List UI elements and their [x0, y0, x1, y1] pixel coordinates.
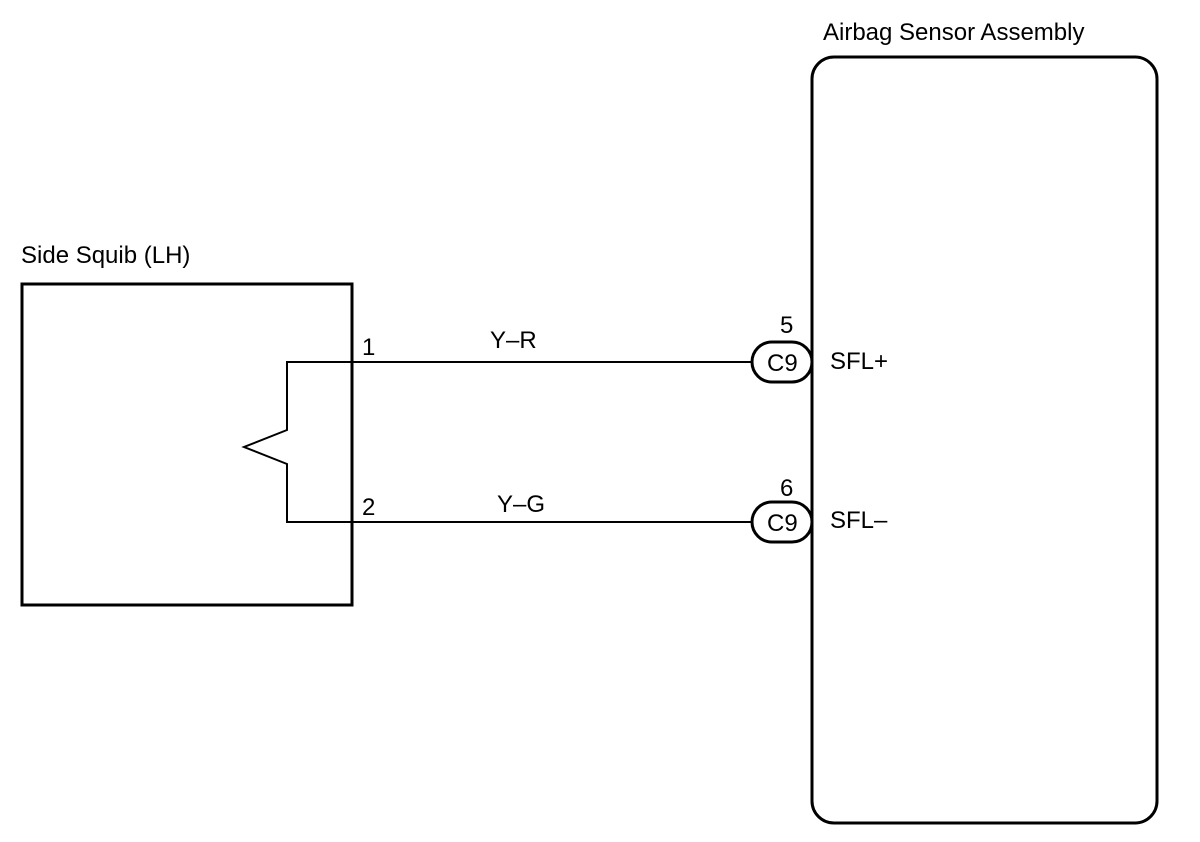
terminal-sfl-plus: SFL+: [830, 348, 888, 375]
connector-pin-5: 5: [780, 312, 793, 339]
squib-pin-2: 2: [362, 494, 375, 521]
terminal-sfl-minus: SFL–: [830, 507, 888, 534]
wire-color-y-g: Y–G: [497, 491, 545, 518]
connector-c9-label-bottom: C9: [767, 510, 798, 537]
connector-c9-pin5: [750, 340, 814, 384]
squib-element-symbol: [241, 361, 352, 523]
squib-pin-1: 1: [362, 334, 375, 361]
sensor-box: [810, 55, 1159, 825]
sensor-title: Airbag Sensor Assembly: [823, 19, 1084, 46]
wire-color-y-r: Y–R: [490, 327, 537, 354]
connector-pin-6: 6: [780, 475, 793, 502]
squib-box: [20, 282, 354, 607]
squib-title: Side Squib (LH): [21, 242, 190, 269]
connector-c9-label-top: C9: [767, 350, 798, 377]
connector-c9-pin6: [750, 500, 814, 544]
